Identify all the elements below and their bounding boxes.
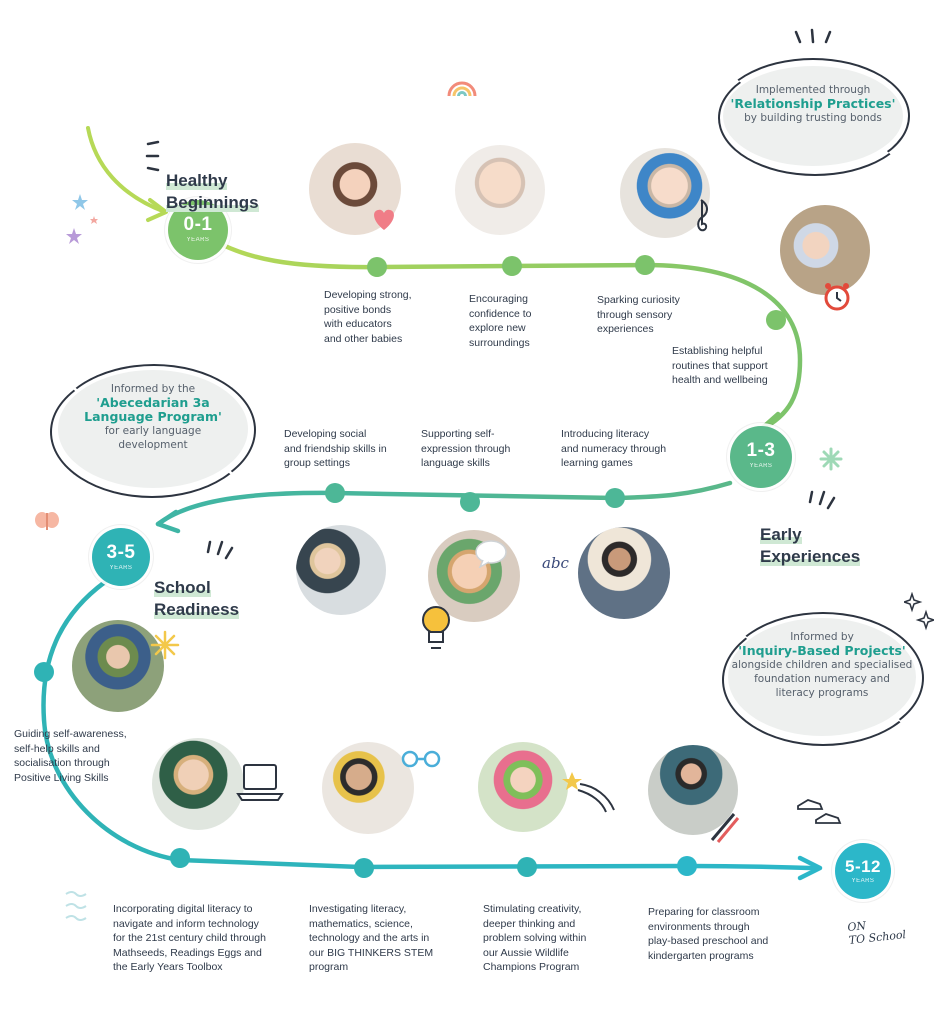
milestone-dot — [605, 488, 625, 508]
step-text: Incorporating digital literacy to naviga… — [113, 903, 266, 973]
photo-child-phone — [428, 530, 520, 622]
bubble-outline — [50, 366, 254, 498]
milestone-dot — [34, 662, 54, 682]
step-text: Developing strong, positive bonds with e… — [324, 289, 412, 345]
path-segment-1-3 — [155, 480, 733, 527]
photo-kids-digital — [152, 738, 244, 830]
step-text: Preparing for classroom environments thr… — [648, 906, 769, 962]
bubble-outline — [722, 614, 924, 746]
step-text: Developing social and friendship skills … — [284, 428, 387, 469]
burst-lines-doodle — [808, 490, 836, 510]
bubble-outline — [52, 364, 256, 496]
sneakers-icon — [797, 799, 842, 824]
milestone-dot — [367, 257, 387, 277]
step-text: Establishing helpful routines that suppo… — [672, 345, 768, 386]
lightbulb-icon — [422, 606, 450, 649]
heart-icon — [374, 209, 394, 230]
milestone-dot — [766, 310, 786, 330]
milestone-dot — [677, 856, 697, 876]
path-segment-0-1 — [195, 227, 803, 433]
milestone-dot — [635, 255, 655, 275]
photo-stem-activity — [322, 742, 414, 834]
bubble-outline — [718, 60, 912, 176]
sparkle-icon — [904, 592, 934, 631]
step-text: Encouraging confidence to explore new su… — [469, 293, 532, 349]
laptop-icon — [236, 764, 284, 801]
milestone-dot — [325, 483, 345, 503]
milestone-dot — [502, 256, 522, 276]
photo-friends-group — [296, 525, 386, 615]
rainbow-icon — [447, 81, 477, 97]
burst-lines-doodle — [794, 28, 832, 44]
photo-smiling-baby — [455, 145, 545, 235]
step-text: Introducing literacy and numeracy throug… — [561, 428, 667, 469]
milestone-dot — [460, 492, 480, 512]
wavy-lines-doodle — [65, 891, 87, 921]
photo-toddlers-routine — [780, 205, 870, 295]
photo-classroom-prep — [648, 745, 738, 835]
speech-bubble-icon — [475, 540, 507, 568]
alarm-clock-icon — [824, 283, 850, 311]
photo-reading-group — [578, 527, 670, 619]
shooting-star-icon — [562, 772, 615, 813]
burst-lines-doodle — [145, 140, 160, 172]
milestone-dot — [354, 858, 374, 878]
photo-wildlife-program — [478, 742, 568, 832]
burst-lines-doodle — [206, 540, 234, 560]
flower-icon — [819, 447, 843, 471]
milestone-dot — [170, 848, 190, 868]
sparkle-icon — [150, 630, 180, 660]
stars-icon — [66, 194, 98, 244]
step-text: Investigating literacy, mathematics, sci… — [309, 903, 434, 973]
step-text: Supporting self- expression through lang… — [421, 428, 511, 469]
music-note-icon — [697, 199, 708, 232]
step-text: Stimulating creativity, deeper thinking … — [483, 903, 587, 973]
step-text: Sparking curiosity through sensory exper… — [597, 294, 680, 335]
butterfly-icon — [35, 512, 59, 530]
photo-baby-sensory-play — [620, 148, 710, 238]
step-text: Guiding self-awareness, self-help skills… — [14, 728, 127, 784]
pencils-icon — [710, 813, 740, 843]
milestone-dot — [517, 857, 537, 877]
path-segment-3-5 — [41, 579, 821, 871]
abc-doodle: abc — [542, 554, 569, 572]
glasses-icon — [401, 750, 441, 768]
entry-arrow — [86, 126, 167, 214]
photo-kids-outdoors — [72, 620, 164, 712]
